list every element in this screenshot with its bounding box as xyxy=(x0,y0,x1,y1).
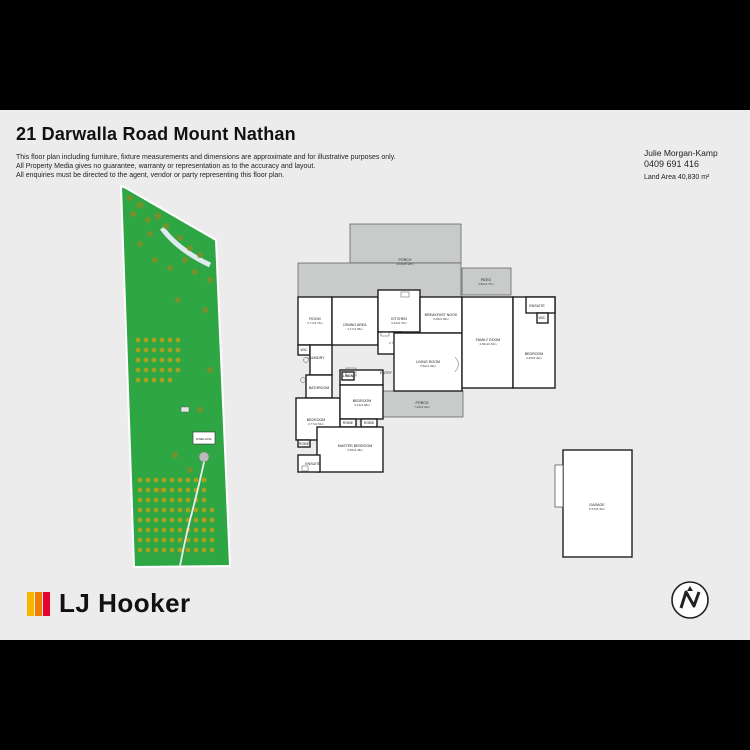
brand-logo: LJ Hooker xyxy=(27,588,191,619)
disclaimer-line: This floor plan including furniture, fix… xyxy=(16,154,396,161)
room-dining-label: DINING AREA xyxy=(343,323,367,327)
garage-label: GARAGE xyxy=(589,503,605,507)
room-robe-3-label: ROBE xyxy=(299,442,310,446)
porch-top-dims: 10.60x5.28m xyxy=(396,262,414,266)
room-family-dims: 4.82x10.64m xyxy=(479,342,497,346)
site-dwelling-label: DWELLING xyxy=(196,437,212,441)
room-ensuite-left-label: ENSUITE xyxy=(305,462,321,466)
room-family xyxy=(461,296,514,389)
porch-top-label: PORCH xyxy=(399,258,412,262)
room-robe-2-label: ROBE xyxy=(364,421,375,425)
site-shed xyxy=(180,406,190,413)
patio-label: PATIO xyxy=(481,278,491,282)
room-breakfast-dims: 3.08x2.89m xyxy=(433,317,449,321)
logo-bar-yellow xyxy=(27,591,34,616)
room-living-label: LIVING ROOM xyxy=(416,360,440,364)
room-breakfast-label: BREAKFAST NOOK xyxy=(425,313,458,317)
porch-top xyxy=(349,223,462,264)
site-water-tank xyxy=(198,451,210,463)
room-master-bedroom xyxy=(316,426,384,473)
room-kitchen xyxy=(377,289,421,333)
room-bedroom-mid xyxy=(339,384,384,420)
room-kitchen-dims: 3.44x3.76m xyxy=(391,321,407,325)
porch-bottom-label: PORCH xyxy=(416,401,429,405)
room-bathroom-label: BATHROOM xyxy=(309,386,330,390)
porch-bottom xyxy=(382,390,464,418)
room-bedroom-right-label: BEDROOM xyxy=(525,352,544,356)
room-room-dims: 3.77x3.76m xyxy=(307,321,323,325)
room-bedroom-left-dims: 2.77x3.54m xyxy=(308,422,324,426)
room-robe-3 xyxy=(297,439,311,448)
floor-plan-drawing: DWELLING PORCH 10.60x5.28m PATIO 4.80x3.… xyxy=(119,184,633,569)
land-area: Land Area 40,830 m² xyxy=(644,174,710,181)
property-title: 21 Darwalla Road Mount Nathan xyxy=(16,124,296,144)
creek xyxy=(159,226,212,268)
garage-door xyxy=(554,464,564,508)
disclaimer-line: All enquiries must be directed to the ag… xyxy=(16,172,285,179)
room-master-label: MASTER BEDROOM xyxy=(338,444,373,448)
garage-dims: 5.57x8.49m xyxy=(589,507,605,511)
room-wic-right xyxy=(536,312,549,324)
room-laundry-label: LAUNDRY xyxy=(307,356,325,360)
patio-dims: 4.80x3.70m xyxy=(478,282,494,286)
agent-name: Julie Morgan-Kamp xyxy=(644,148,718,158)
room-family-label: FAMILY ROOM xyxy=(476,338,501,342)
room-laundry xyxy=(309,344,333,376)
disclaimer: This floor plan including furniture, fix… xyxy=(16,153,396,180)
agent-info: Julie Morgan-Kamp 0409 691 416 Land Area… xyxy=(644,148,718,181)
room-bedroom-right-dims: 3.48x8.40m xyxy=(526,356,542,360)
north-arrow-icon xyxy=(671,581,709,619)
brand-logo-mark xyxy=(27,591,50,616)
disclaimer-line: All Property Media gives no guarantee, w… xyxy=(16,163,316,170)
room-dining xyxy=(331,296,379,346)
room-dining-dims: 4.17x4.98m xyxy=(347,327,363,331)
room-bedroom-left-label: BEDROOM xyxy=(307,418,326,422)
room-bedroom-mid-label: BEDROOM xyxy=(353,399,372,403)
room-ensuite-right-label: ENSUITE xyxy=(529,304,545,308)
floor-plan-sheet: 21 Darwalla Road Mount Nathan This floor… xyxy=(0,110,750,640)
room-wic-left-label: WIC xyxy=(301,348,308,352)
room-room-label: ROOM xyxy=(309,317,320,321)
logo-bar-orange xyxy=(35,591,42,616)
room-entry-label: ENTRY xyxy=(380,371,393,375)
site-dwelling xyxy=(192,431,216,445)
site-plan: DWELLING xyxy=(119,184,232,569)
room-robe-1-label: ROBE xyxy=(343,421,354,425)
patio xyxy=(461,267,512,296)
porch-bottom-dims: 7.28x3.40m xyxy=(414,405,430,409)
room-wic-right-label: WIC xyxy=(539,316,546,320)
room-ensuite-left xyxy=(297,454,321,473)
room-bedroom-mid-dims: 3.44x3.88m xyxy=(354,403,370,407)
room-living xyxy=(393,332,463,392)
fixtures xyxy=(300,291,459,472)
logo-bar-red xyxy=(43,591,50,616)
agent-phone: 0409 691 416 xyxy=(644,159,700,169)
room-master-dims: 3.86x3.48m xyxy=(347,448,363,452)
brand-logo-text: LJ Hooker xyxy=(59,588,191,618)
room-kitchen-label: KITCHEN xyxy=(391,317,407,321)
room-living-dims: 5.50x4.49m xyxy=(420,364,436,368)
site-driveway xyxy=(179,461,205,567)
